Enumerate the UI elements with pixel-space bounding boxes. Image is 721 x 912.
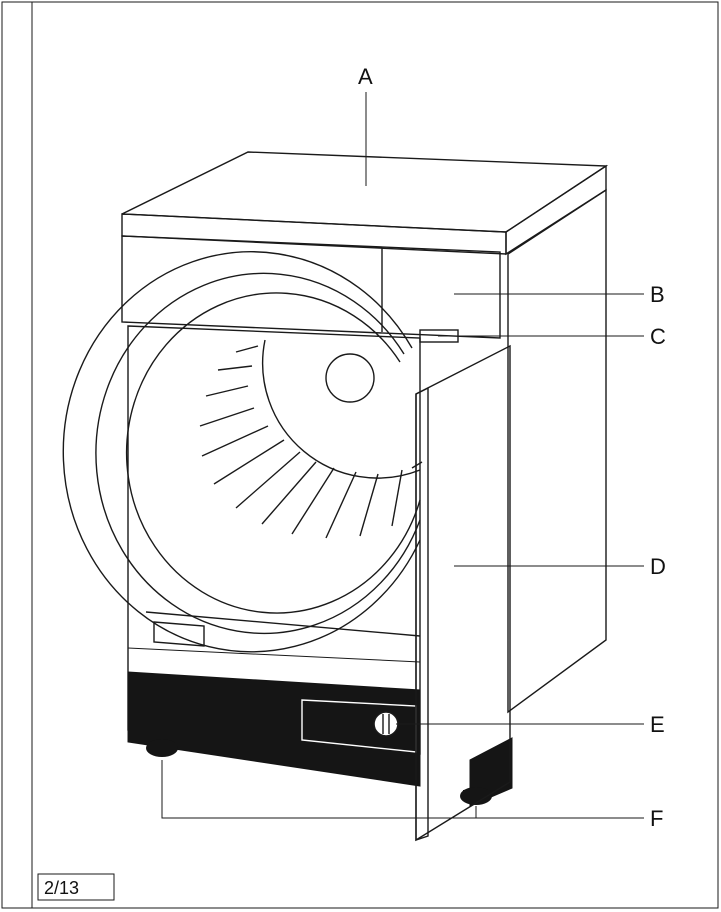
plinth-base: [127, 671, 421, 787]
door-edge: [415, 386, 429, 841]
callout-b: B: [650, 282, 665, 307]
drum-ring: [125, 292, 421, 614]
drum-center-hub: [325, 353, 375, 403]
figure-number: 2/13: [44, 878, 79, 898]
callout-c: C: [650, 324, 666, 349]
worktop-top-surface: [121, 151, 609, 233]
drum-inner-disk: [262, 339, 421, 479]
worktop-front-edge: [121, 213, 507, 255]
front-panel-line-2: [127, 647, 421, 663]
door-ring-outer: [62, 251, 421, 653]
drum-ribs: [199, 345, 423, 539]
callout-f: F: [650, 806, 663, 831]
worktop-side-edge: [505, 164, 607, 256]
figure-number-box: [37, 873, 115, 901]
leader-f: [161, 760, 644, 819]
cabinet-side-panel: [507, 188, 607, 714]
leader-lines: [161, 92, 644, 819]
callout-a: A: [358, 64, 373, 89]
callout-d: D: [650, 554, 666, 579]
foot-left-post: [149, 744, 175, 752]
model-plate: [153, 621, 205, 647]
door-ring-inner: [95, 272, 421, 635]
control-panel: [121, 235, 501, 339]
foot-right-post: [463, 790, 489, 798]
front-panel-line: [145, 611, 421, 637]
callout-e: E: [650, 712, 665, 737]
filter-knob: [373, 711, 399, 737]
